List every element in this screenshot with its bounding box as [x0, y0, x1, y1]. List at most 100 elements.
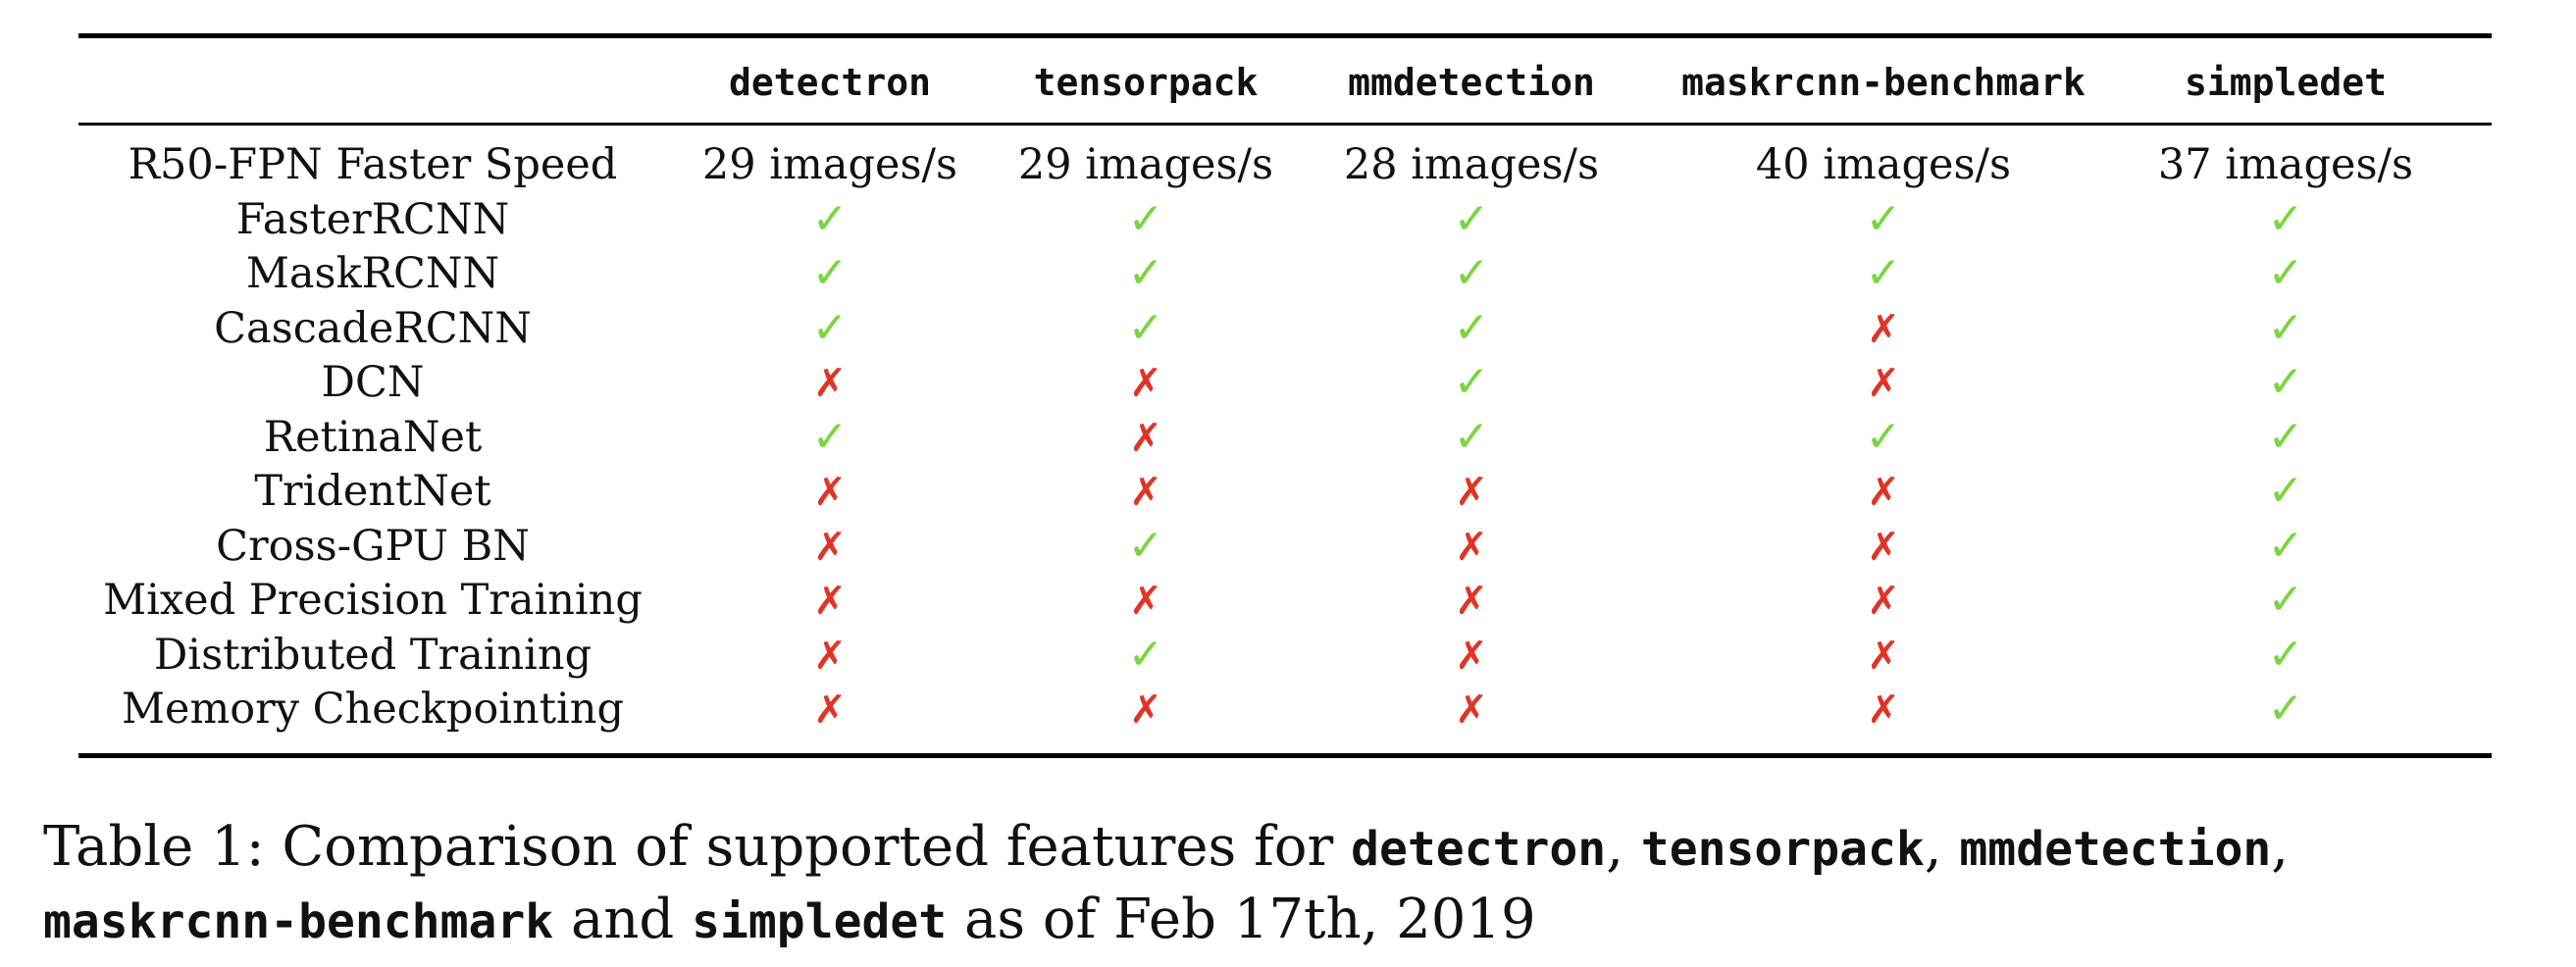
table-top-rule: [78, 33, 2492, 38]
cross-icon: ✗: [813, 628, 847, 684]
cross-icon: ✗: [813, 519, 847, 575]
check-mark: ✓: [1127, 520, 1164, 571]
check-icon: ✓: [2268, 355, 2304, 410]
column-header-simpledet: simpledet: [2185, 61, 2387, 104]
cross-mark: ✗: [1129, 470, 1162, 515]
row-label: DCN: [321, 358, 425, 407]
table-cell: 29 images/s: [1017, 140, 1274, 189]
cross-mark: ✗: [1867, 579, 1900, 624]
cross-icon: ✗: [1867, 519, 1900, 575]
check-icon: ✓: [1128, 192, 1164, 247]
cross-mark: ✗: [1867, 361, 1900, 406]
check-icon: ✓: [1866, 192, 1902, 247]
check-mark: ✓: [811, 302, 849, 353]
table-row: RetinaNet ✓ ✗ ✓ ✓ ✓: [0, 410, 2576, 465]
cross-icon: ✗: [1867, 301, 1900, 357]
cross-icon: ✗: [1455, 573, 1488, 629]
cross-mark: ✗: [1455, 687, 1488, 733]
cross-icon: ✗: [813, 464, 847, 520]
cross-icon: ✗: [1867, 464, 1900, 520]
cross-icon: ✗: [1455, 519, 1488, 575]
check-mark: ✓: [1127, 248, 1164, 298]
cross-mark: ✗: [813, 633, 847, 679]
row-label: R50-FPN Faster Speed: [128, 140, 618, 189]
cross-mark: ✗: [1129, 579, 1162, 624]
check-icon: ✓: [1454, 192, 1490, 247]
check-mark: ✓: [2267, 520, 2304, 571]
table-row: FasterRCNN✓✓✓✓✓: [0, 192, 2576, 247]
table-row: Mixed Precision Training ✗ ✗ ✗ ✗ ✓: [0, 573, 2576, 628]
check-mark: ✓: [2267, 629, 2304, 680]
cross-icon: ✗: [1455, 628, 1488, 684]
cross-icon: ✗: [1867, 628, 1900, 684]
check-mark: ✓: [1453, 248, 1490, 298]
check-icon: ✓: [1454, 355, 1490, 410]
check-icon: ✓: [2268, 682, 2304, 737]
row-label: Mixed Precision Training: [103, 576, 643, 625]
check-icon: ✓: [812, 192, 849, 247]
check-mark: ✓: [1453, 411, 1490, 462]
check-icon: ✓: [2268, 464, 2304, 519]
check-mark: ✓: [1453, 357, 1490, 407]
check-icon: ✓: [2268, 246, 2304, 301]
caption-term-tensorpack: tensorpack: [1640, 822, 1925, 877]
caption-term-detectron: detectron: [1351, 822, 1607, 877]
check-mark: ✓: [1453, 193, 1490, 244]
caption-suffix: as of Feb 17th, 2019: [947, 888, 1536, 951]
cross-icon: ✗: [813, 573, 847, 629]
check-icon: ✓: [2268, 628, 2304, 683]
column-header-detectron: detectron: [729, 61, 931, 104]
check-icon: ✓: [1128, 628, 1164, 683]
cross-mark: ✗: [1129, 415, 1162, 461]
cross-mark: ✗: [1867, 470, 1900, 515]
table-row: MaskRCNN✓✓✓✓✓: [0, 246, 2576, 301]
cross-icon: ✗: [1129, 573, 1162, 629]
check-mark: ✓: [1127, 302, 1164, 353]
table-header-rule: [78, 123, 2492, 126]
cross-mark: ✗: [1129, 687, 1162, 733]
check-icon: ✓: [2268, 519, 2304, 574]
check-mark: ✓: [2267, 411, 2304, 462]
cross-mark: ✗: [1455, 633, 1488, 679]
check-icon: ✓: [1866, 410, 1902, 465]
table-row: Memory Checkpointing ✗ ✗ ✗ ✗ ✓: [0, 682, 2576, 737]
row-label: CascadeRCNN: [214, 303, 532, 353]
table-cell: 37 images/s: [2157, 140, 2414, 189]
cross-icon: ✗: [1455, 682, 1488, 738]
row-label: RetinaNet: [263, 412, 483, 462]
check-icon: ✓: [1128, 301, 1164, 356]
check-mark: ✓: [2267, 193, 2304, 244]
check-mark: ✓: [2267, 248, 2304, 298]
check-icon: ✓: [2268, 573, 2304, 628]
check-mark: ✓: [811, 411, 849, 462]
row-label: Memory Checkpointing: [122, 685, 624, 734]
check-icon: ✓: [812, 410, 849, 465]
check-icon: ✓: [812, 301, 849, 356]
caption-prefix: Table 1: Comparison of supported feature…: [43, 815, 1352, 879]
check-mark: ✓: [2267, 466, 2304, 516]
cross-mark: ✗: [813, 687, 847, 733]
cross-mark: ✗: [1455, 579, 1488, 624]
caption-term-simpledet: simpledet: [692, 894, 948, 949]
row-label: Cross-GPU BN: [216, 521, 530, 571]
cross-mark: ✗: [813, 470, 847, 515]
check-icon: ✓: [1454, 246, 1490, 301]
cross-mark: ✗: [1867, 524, 1900, 570]
table-row: Distributed Training✗✓✗✗✓: [0, 628, 2576, 683]
table-row: TridentNet ✗ ✗ ✗ ✗ ✓: [0, 464, 2576, 519]
row-label: TridentNet: [254, 467, 491, 516]
check-mark: ✓: [2267, 575, 2304, 625]
cross-icon: ✗: [1867, 682, 1900, 738]
check-icon: ✓: [1866, 246, 1902, 301]
table-cell: 40 images/s: [1755, 140, 2012, 189]
table-bottom-rule: [78, 753, 2492, 758]
caption-sep: and: [553, 888, 693, 951]
cross-icon: ✗: [1129, 464, 1162, 520]
cross-icon: ✗: [1129, 355, 1162, 411]
cross-mark: ✗: [1455, 470, 1488, 515]
check-mark: ✓: [1865, 248, 1902, 298]
cross-mark: ✗: [1867, 306, 1900, 352]
check-mark: ✓: [811, 193, 849, 244]
table-cell: 29 images/s: [701, 140, 958, 189]
